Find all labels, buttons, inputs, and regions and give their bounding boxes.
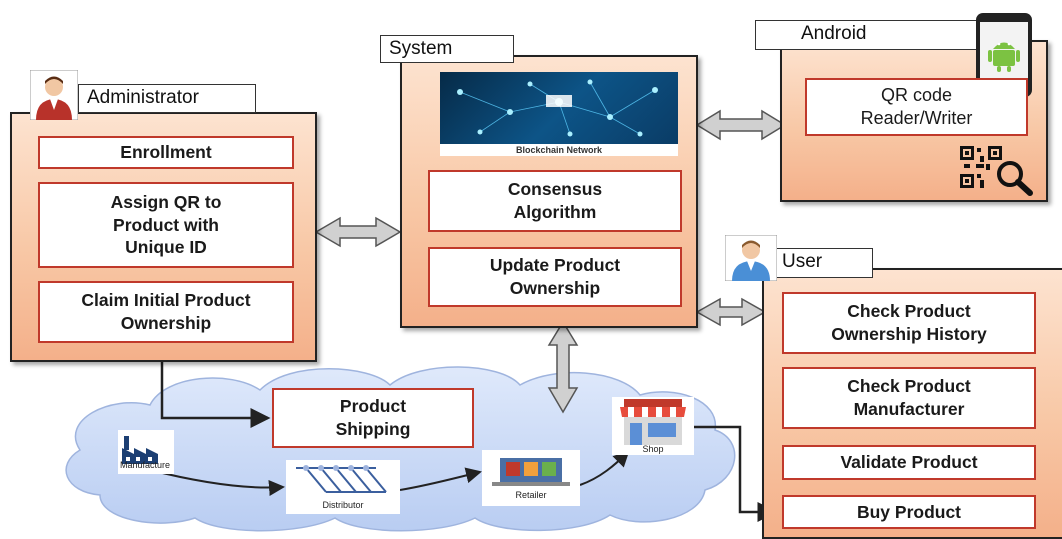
retailer-label: Retailer <box>515 490 547 500</box>
administrator-avatar-icon <box>30 70 78 120</box>
check-manufacturer-box: Check Product Manufacturer <box>782 367 1036 429</box>
user-title: User <box>775 248 873 278</box>
distributor-to-retailer-arrow <box>399 467 482 491</box>
product-shipping-box: Product Shipping <box>272 388 474 448</box>
buy-product-box: Buy Product <box>782 495 1036 529</box>
validate-product-box: Validate Product <box>782 445 1036 480</box>
ownership-history-box: Check Product Ownership History <box>782 292 1036 354</box>
manufacture-label: Manufacture <box>119 460 171 470</box>
admin-system-double-arrow <box>314 216 402 248</box>
enrollment-box: Enrollment <box>38 136 294 169</box>
distributor-label: Distributor <box>322 500 364 510</box>
blockchain-network-image: Blockchain Network <box>440 72 678 156</box>
administrator-title: Administrator <box>78 84 256 113</box>
system-cloud-double-arrow <box>547 320 579 414</box>
user-avatar-icon <box>725 235 777 281</box>
system-user-double-arrow <box>695 297 767 327</box>
phone-icon <box>975 12 1033 98</box>
consensus-algorithm-box: Consensus Algorithm <box>428 170 682 232</box>
update-ownership-box: Update Product Ownership <box>428 247 682 307</box>
claim-ownership-box: Claim Initial Product Ownership <box>38 281 294 343</box>
system-android-double-arrow <box>695 109 787 141</box>
assign-qr-box: Assign QR to Product with Unique ID <box>38 182 294 268</box>
blockchain-caption: Blockchain Network <box>515 145 603 155</box>
distributor-icon <box>286 460 400 514</box>
retailer-icon <box>482 450 580 506</box>
shop-label: Shop <box>642 444 664 454</box>
qr-search-icon <box>958 144 1042 196</box>
system-title: System <box>380 35 514 63</box>
shop-to-buy-line <box>693 425 778 522</box>
shop-icon <box>612 397 694 455</box>
qr-reader-writer-box: QR code Reader/Writer <box>805 78 1028 136</box>
android-title: Android <box>755 20 983 50</box>
factory-icon <box>118 430 174 474</box>
admin-to-shipping-line <box>160 360 271 428</box>
retailer-to-shop-arrow <box>579 450 630 486</box>
